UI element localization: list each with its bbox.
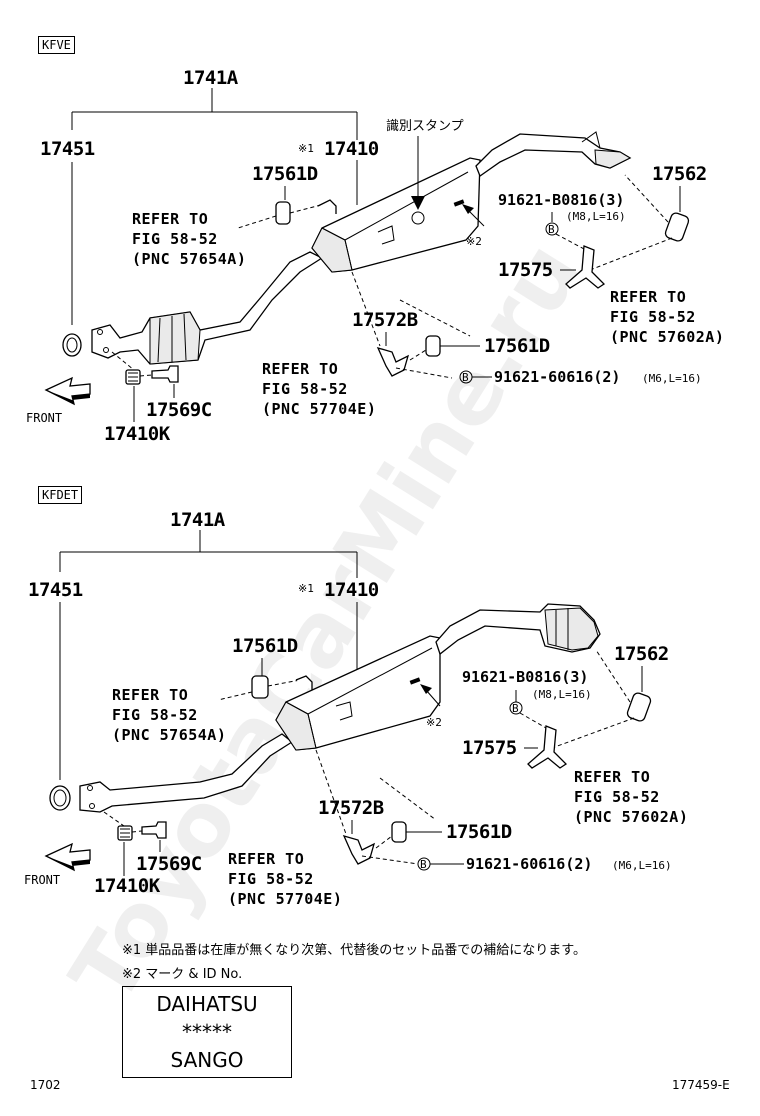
mark-1: ※1 — [298, 142, 314, 155]
ref-57704e-line2: FIG 58-52 — [262, 380, 348, 398]
ref-57704e-b-line2: FIG 58-52 — [228, 870, 314, 888]
spec-m6-b: (M6,L=16) — [612, 859, 672, 872]
b-marker-b2: B — [420, 858, 427, 871]
part-17562: 17562 — [652, 163, 707, 185]
rubber-hanger-a — [275, 201, 291, 225]
footer-right: 177459-E — [672, 1078, 730, 1092]
id-mark-b — [409, 677, 421, 685]
diagram-kfve: 1741A 17451 ※1 17410 識別スタンプ ※2 — [26, 67, 724, 445]
part-17572b-a: 17572B — [352, 309, 418, 331]
ref-57704e-b-line1: REFER TO — [228, 850, 304, 868]
front-label-b: FRONT — [24, 873, 60, 887]
mark-1-b: ※1 — [298, 582, 314, 595]
part-17561d-b: 17561D — [484, 335, 550, 357]
bracket-17572b-b — [342, 834, 376, 865]
part-91621-b0816-a: 91621-B0816(3) — [498, 191, 624, 209]
part-17569c-a: 17569C — [146, 399, 212, 421]
part-17451-b: 17451 — [28, 579, 83, 601]
part-17569c-b: 17569C — [136, 853, 202, 875]
part-17561d-a: 17561D — [252, 163, 318, 185]
part-17410k-a: 17410K — [104, 423, 171, 445]
stamp-line-3: SANGO — [170, 1048, 244, 1072]
spec-m8-a: (M8,L=16) — [566, 210, 626, 223]
part-17561d-d: 17561D — [446, 821, 512, 843]
bracket-17575-a — [565, 245, 606, 289]
stamp-line-2: ***** — [182, 1020, 232, 1044]
rubber-hanger-c — [251, 675, 269, 699]
spec-m8-b: (M8,L=16) — [532, 688, 592, 701]
ref-57602a-line2: FIG 58-52 — [610, 308, 696, 326]
ref-57704e-line3: (PNC 57704E) — [262, 400, 376, 418]
part-91621-b0816-b: 91621-B0816(3) — [462, 668, 588, 686]
rubber-hanger-17562-b — [626, 692, 652, 722]
part-17575-b: 17575 — [462, 737, 517, 759]
part-17451: 17451 — [40, 138, 95, 160]
bolt-17569c-a — [151, 365, 179, 383]
ref-57654a-b-line3: (PNC 57654A) — [112, 726, 226, 744]
part-17575-a: 17575 — [498, 259, 553, 281]
ref-57654a-b-line1: REFER TO — [112, 686, 188, 704]
ref-57654a-line2: FIG 58-52 — [132, 230, 218, 248]
ref-57704e-line1: REFER TO — [262, 360, 338, 378]
b-marker-a2: B — [462, 371, 469, 384]
gasket-ring — [62, 333, 82, 357]
front-pipe — [91, 251, 324, 365]
front-label-a: FRONT — [26, 411, 62, 425]
ref-57654a-line3: (PNC 57654A) — [132, 250, 246, 268]
id-stamp-box: DAIHATSU ***** SANGO — [122, 986, 292, 1078]
gasket-ring-b — [49, 785, 71, 811]
b-marker-b1: B — [512, 702, 519, 715]
diagram-kfdet: 1741A 17451 ※1 17410 ※2 17561D — [24, 509, 688, 908]
note-2: ※2 マーク & ID No. — [122, 967, 242, 982]
stamp-line-1: DAIHATSU — [156, 992, 258, 1016]
ref-57654a-line1: REFER TO — [132, 210, 208, 228]
mark-2-b: ※2 — [426, 716, 442, 729]
id-stamp-circle — [411, 211, 425, 225]
ref-57654a-b-line2: FIG 58-52 — [112, 706, 198, 724]
note-1: ※1 単品品番は在庫が無くなり次第、代替後のセット品番での補給になります。 — [122, 942, 586, 958]
spec-m6-a: (M6,L=16) — [642, 372, 702, 385]
part-17562-b: 17562 — [614, 643, 669, 665]
ref-57602a-line1: REFER TO — [610, 288, 686, 306]
footer-left: 1702 — [30, 1078, 61, 1092]
part-17410-b: 17410 — [324, 579, 379, 601]
mark-2: ※2 — [466, 235, 482, 248]
part-1741a: 1741A — [183, 67, 239, 89]
part-17410k-b: 17410K — [94, 875, 161, 897]
bolt-17569c-b — [141, 821, 167, 839]
part-17410: 17410 — [324, 138, 379, 160]
part-1741a-b: 1741A — [170, 509, 226, 531]
rubber-hanger-17562 — [664, 212, 690, 242]
ref-57704e-b-line3: (PNC 57704E) — [228, 890, 342, 908]
section-label-kfdet: KFDET — [38, 486, 83, 504]
section-label-kfve: KFVE — [38, 36, 75, 54]
bracket-17575-b — [527, 725, 568, 769]
part-17561d-c: 17561D — [232, 635, 298, 657]
id-mark — [453, 199, 465, 207]
rubber-hanger-d — [391, 821, 407, 843]
part-91621-60616-a: 91621-60616(2) — [494, 368, 620, 386]
ref-57602a-b-line2: FIG 58-52 — [574, 788, 660, 806]
ref-57602a-b-line3: (PNC 57602A) — [574, 808, 688, 826]
bracket-17572b-a — [376, 346, 410, 377]
part-17572b-b: 17572B — [318, 797, 384, 819]
rubber-hanger-b — [425, 335, 441, 357]
ref-57602a-line3: (PNC 57602A) — [610, 328, 724, 346]
ref-57602a-b-line1: REFER TO — [574, 768, 650, 786]
b-marker-a1: B — [548, 223, 555, 236]
part-91621-60616-b: 91621-60616(2) — [466, 855, 592, 873]
id-stamp-label: 識別スタンプ — [386, 119, 464, 134]
